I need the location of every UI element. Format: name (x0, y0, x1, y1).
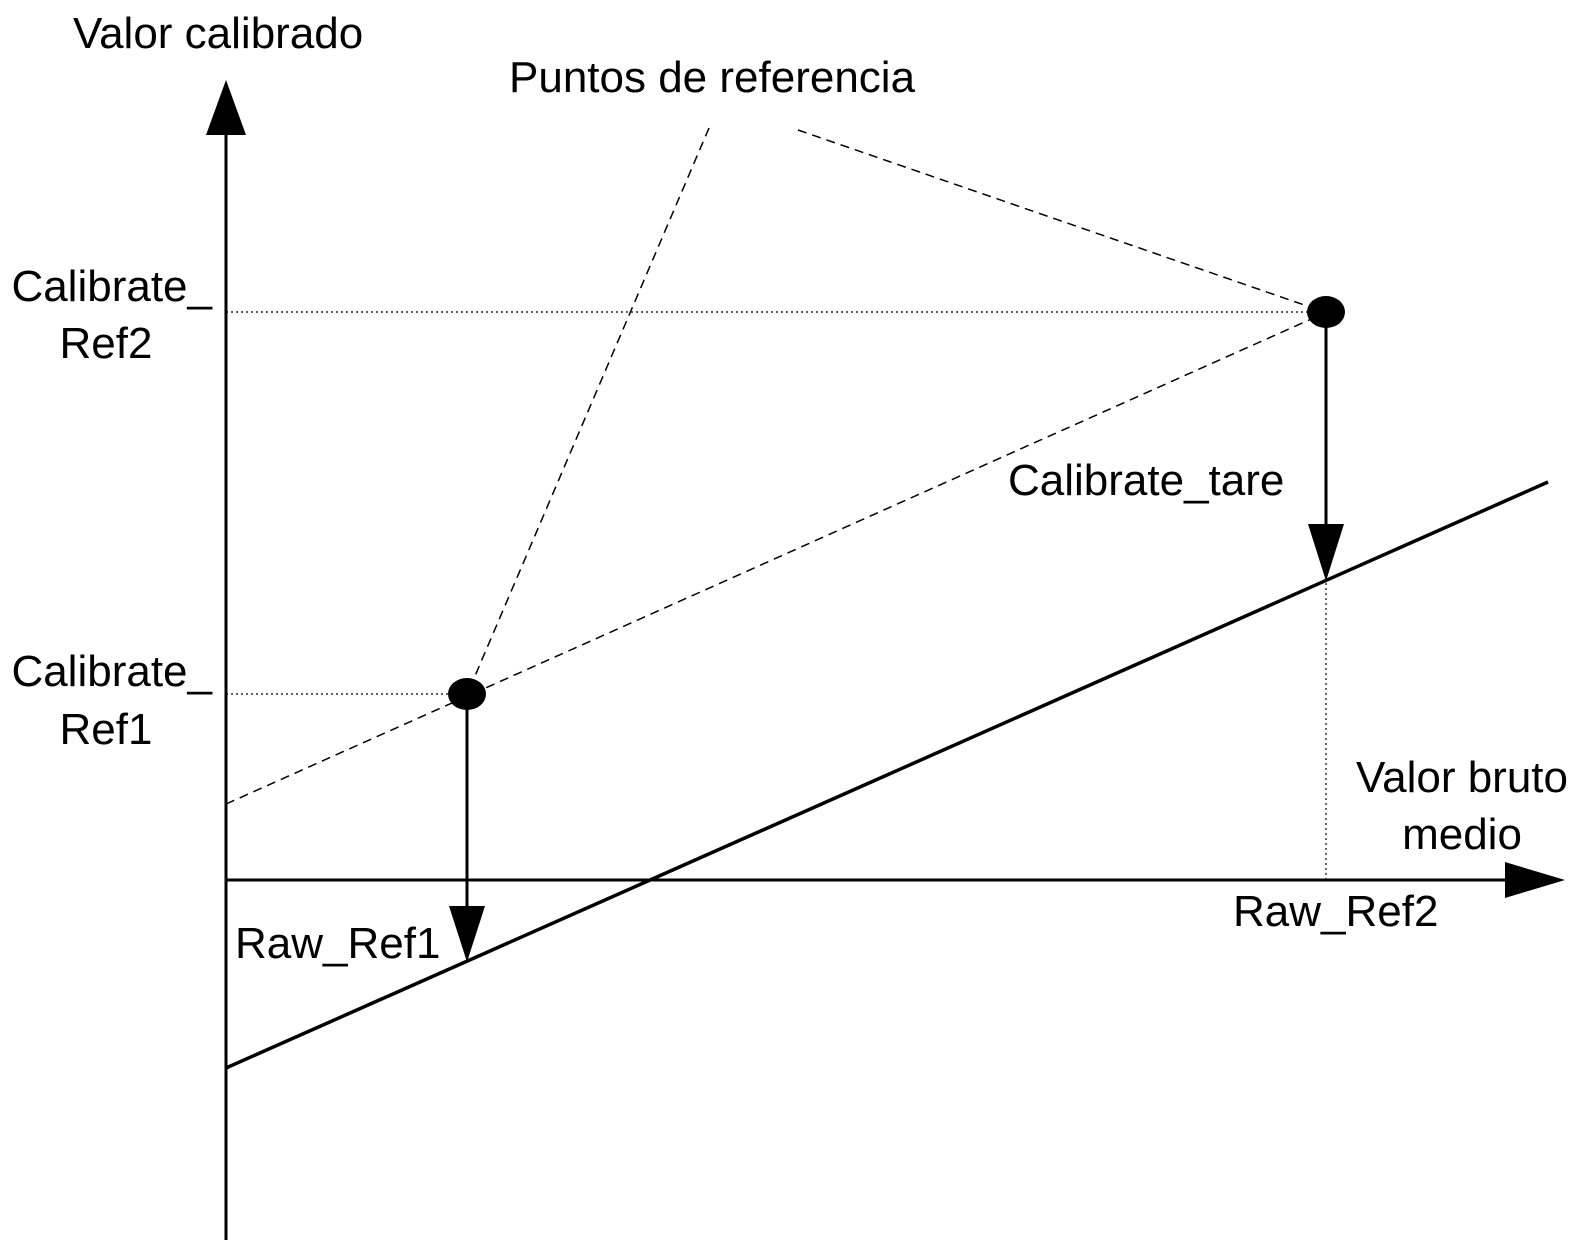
calibration-line (225, 480, 1549, 1070)
raw-ref2-label: Raw_Ref2 (1233, 887, 1438, 936)
x-axis-arrowhead (1505, 862, 1565, 898)
calibrate-ref2-label-line1: Calibrate_ (11, 262, 212, 311)
reference-points-label: Puntos de referencia (509, 53, 916, 102)
calibrate-ref1-label-line2: Ref1 (60, 705, 153, 754)
raw-ref1-label: Raw_Ref1 (235, 919, 440, 968)
calibrate-tare-label: Calibrate_tare (1008, 456, 1284, 505)
reference-point-2 (1307, 296, 1345, 328)
y-axis-arrowhead (206, 80, 246, 135)
tare-arrow-ref1-head (449, 906, 485, 962)
reference-point-1 (448, 678, 486, 710)
pointer-line-ref1 (468, 127, 710, 691)
calibrate-ref1-label-line1: Calibrate_ (11, 647, 212, 696)
tare-arrow-ref2-head (1308, 524, 1344, 581)
calibrate-ref2-label-line2: Ref2 (60, 319, 153, 368)
x-axis-label-line2: medio (1402, 810, 1522, 859)
reference-line-dashed (225, 315, 1319, 805)
x-axis-label-line1: Valor bruto (1356, 753, 1568, 802)
y-axis-label: Valor calibrado (73, 9, 363, 58)
pointer-line-ref2 (797, 129, 1314, 309)
